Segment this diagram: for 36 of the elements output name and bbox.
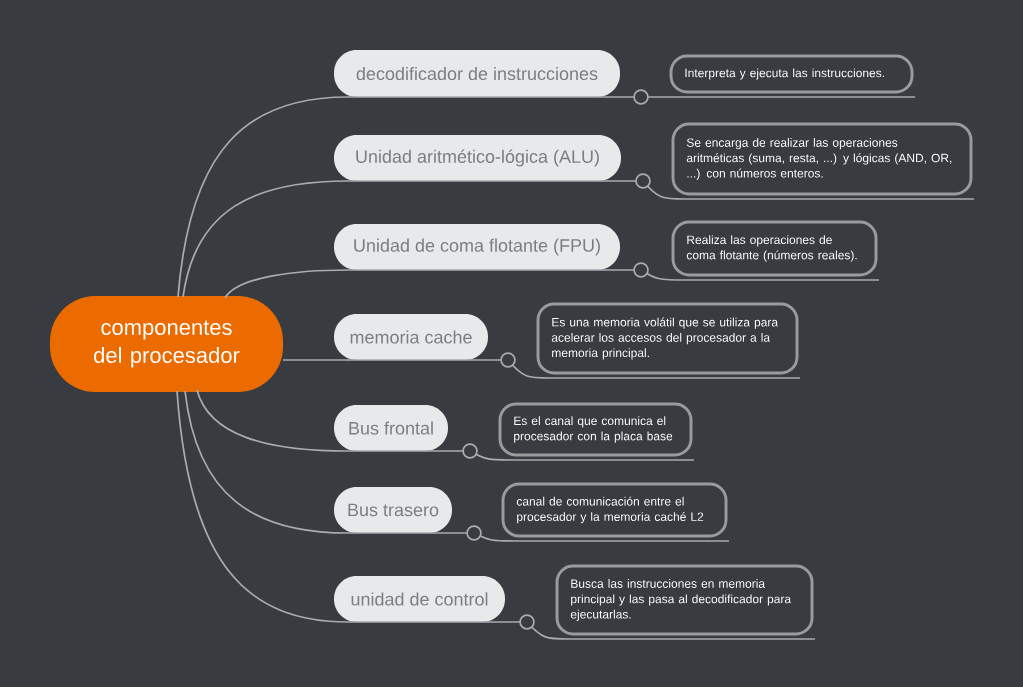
connector: [347, 621, 816, 640]
toggle-circle: [633, 262, 649, 278]
connector: [347, 180, 975, 200]
connector: [196, 389, 349, 452]
topic-pill: Bus frontal: [334, 405, 448, 451]
topic-pill: unidad de control: [334, 576, 505, 622]
topic-pill: memoria cache: [334, 314, 488, 360]
toggle-circle: [466, 525, 482, 541]
connector: [182, 180, 349, 298]
connector: [184, 390, 349, 534]
topic-pill: Unidad aritmético-lógica (ALU): [334, 135, 621, 181]
note-box: Realiza las operaciones de coma flotante (números reales).: [671, 220, 878, 277]
connector: [347, 96, 916, 98]
connector: [347, 450, 695, 461]
toggle-circle: [635, 173, 651, 189]
topic-pill: Bus trasero: [334, 487, 452, 533]
connector: [224, 269, 349, 299]
note-box: Se encarga de realizar las operaciones aritméticas (suma, resta, ...) y lógicas (AND, OR, ...) con números enteros.: [671, 122, 973, 196]
note-box: Busca las instrucciones en memoria principal y las pasa al decodificador para ejecutarlas.: [555, 564, 814, 636]
toggle-circle: [462, 443, 478, 459]
note-box: Es el canal que comunica el procesador con la placa base: [498, 402, 693, 457]
note-box: Es una memoria volátil que se utiliza para acelerar los accesos del procesador a la memoria principal.: [536, 302, 799, 375]
toggle-circle: [500, 352, 516, 368]
note-box: Interpreta y ejecuta las instrucciones.: [669, 54, 914, 94]
toggle-circle: [633, 89, 649, 105]
topic-pill: decodificador de instrucciones: [334, 50, 620, 97]
connector: [177, 96, 349, 298]
connector: [347, 269, 880, 281]
note-box: canal de comunicación entre el procesador y la memoria caché L2: [501, 482, 728, 538]
connector: [347, 532, 730, 542]
connector: [282, 359, 349, 361]
central-topic: componentes del procesador: [50, 296, 283, 392]
connector: [347, 359, 801, 379]
connector: [176, 390, 349, 623]
toggle-circle: [519, 614, 535, 630]
topic-pill: Unidad de coma flotante (FPU): [334, 224, 620, 270]
